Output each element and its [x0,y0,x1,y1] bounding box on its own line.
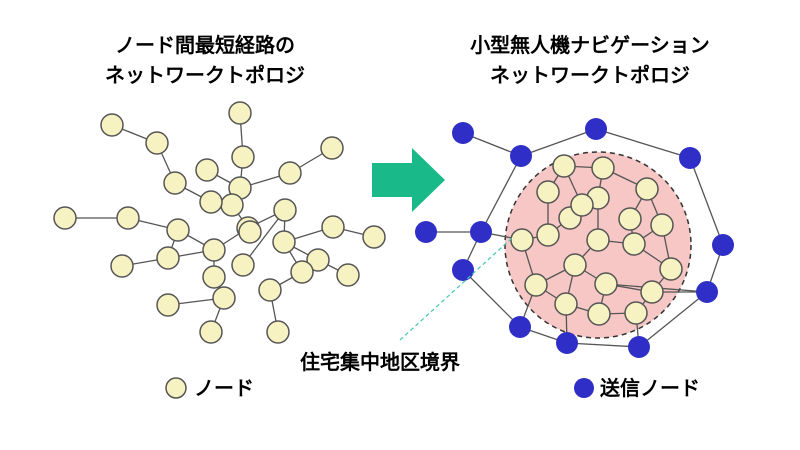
transmit-ring-edge [462,269,521,328]
right-node [624,301,648,325]
legend-tx-node-icon [574,378,594,398]
left-node [228,101,252,125]
legend-tx-node-label: 送信ノード [600,376,700,400]
transmit-node [585,118,607,140]
left-node [320,136,344,160]
left-title-line2: ネットワークトポロジ [105,63,305,87]
left-node [306,248,330,272]
left-node [163,171,187,195]
transmit-node [470,221,492,243]
right-node [536,180,560,204]
left-node [336,263,360,287]
left-node [273,198,297,222]
right-node [554,292,578,316]
right-node [524,273,548,297]
transmit-ring-edge [566,342,640,348]
left-node [53,206,77,230]
right-node [618,207,642,231]
left-node [220,193,244,217]
left-node [156,246,180,270]
left-node [258,278,282,302]
right-node [622,232,646,256]
right-title: 小型無人機ナビゲーション ネットワークトポロジ [440,30,740,90]
right-node [635,177,659,201]
transmit-node [679,147,701,169]
transmit-node [415,221,437,243]
left-node [321,215,345,239]
left-node [202,265,226,289]
left-node [290,260,314,284]
left-node [199,320,223,344]
transmit-node [628,336,650,358]
left-node [110,254,134,278]
transition-arrow [372,148,445,212]
boundary-pointer-line [399,237,513,341]
right-node [587,302,611,326]
left-node [278,161,302,185]
left-node [195,158,219,182]
transmit-ring-edge [480,155,522,233]
right-node [570,193,594,217]
transmit-ring-edge [520,128,597,157]
left-network-nodes [53,101,386,344]
right-node [650,213,674,237]
right-node [594,272,618,296]
transmit-node [696,281,718,303]
transmit-ring-edge [595,128,691,159]
left-title: ノード間最短経路の ネットワークトポロジ [95,30,315,90]
left-node [116,206,140,230]
transmit-node [510,145,532,167]
left-node [199,190,223,214]
transmit-ring-edge [689,157,724,246]
left-node [156,293,180,317]
transmit-node [712,234,734,256]
left-node [166,218,190,242]
transmit-node [509,316,531,338]
legend-node-label: ノード [194,376,254,400]
right-node [552,154,576,178]
left-node [231,253,255,277]
transmit-node [452,122,474,144]
transmit-node [556,332,578,354]
right-node [640,280,664,304]
transmit-node [452,259,474,281]
left-node [362,225,386,249]
legend-node-icon [165,377,187,399]
left-node [145,131,169,155]
right-network-nodes [415,118,734,358]
right-node [563,253,587,277]
left-node [266,320,290,344]
left-node [212,286,236,310]
right-node [536,223,560,247]
transmit-ring-edge [638,291,708,348]
right-node [659,257,683,281]
right-node [591,156,615,180]
left-node [231,145,255,169]
left-title-line1: ノード間最短経路の [115,33,295,57]
boundary-label: 住宅集中地区境界 [300,350,460,374]
left-node [202,238,226,262]
left-node [272,230,296,254]
right-node [586,228,610,252]
right-title-line2: ネットワークトポロジ [490,63,690,87]
left-node [100,113,124,137]
right-node [510,228,534,252]
right-title-line1: 小型無人機ナビゲーション [470,33,710,57]
left-node [238,220,262,244]
